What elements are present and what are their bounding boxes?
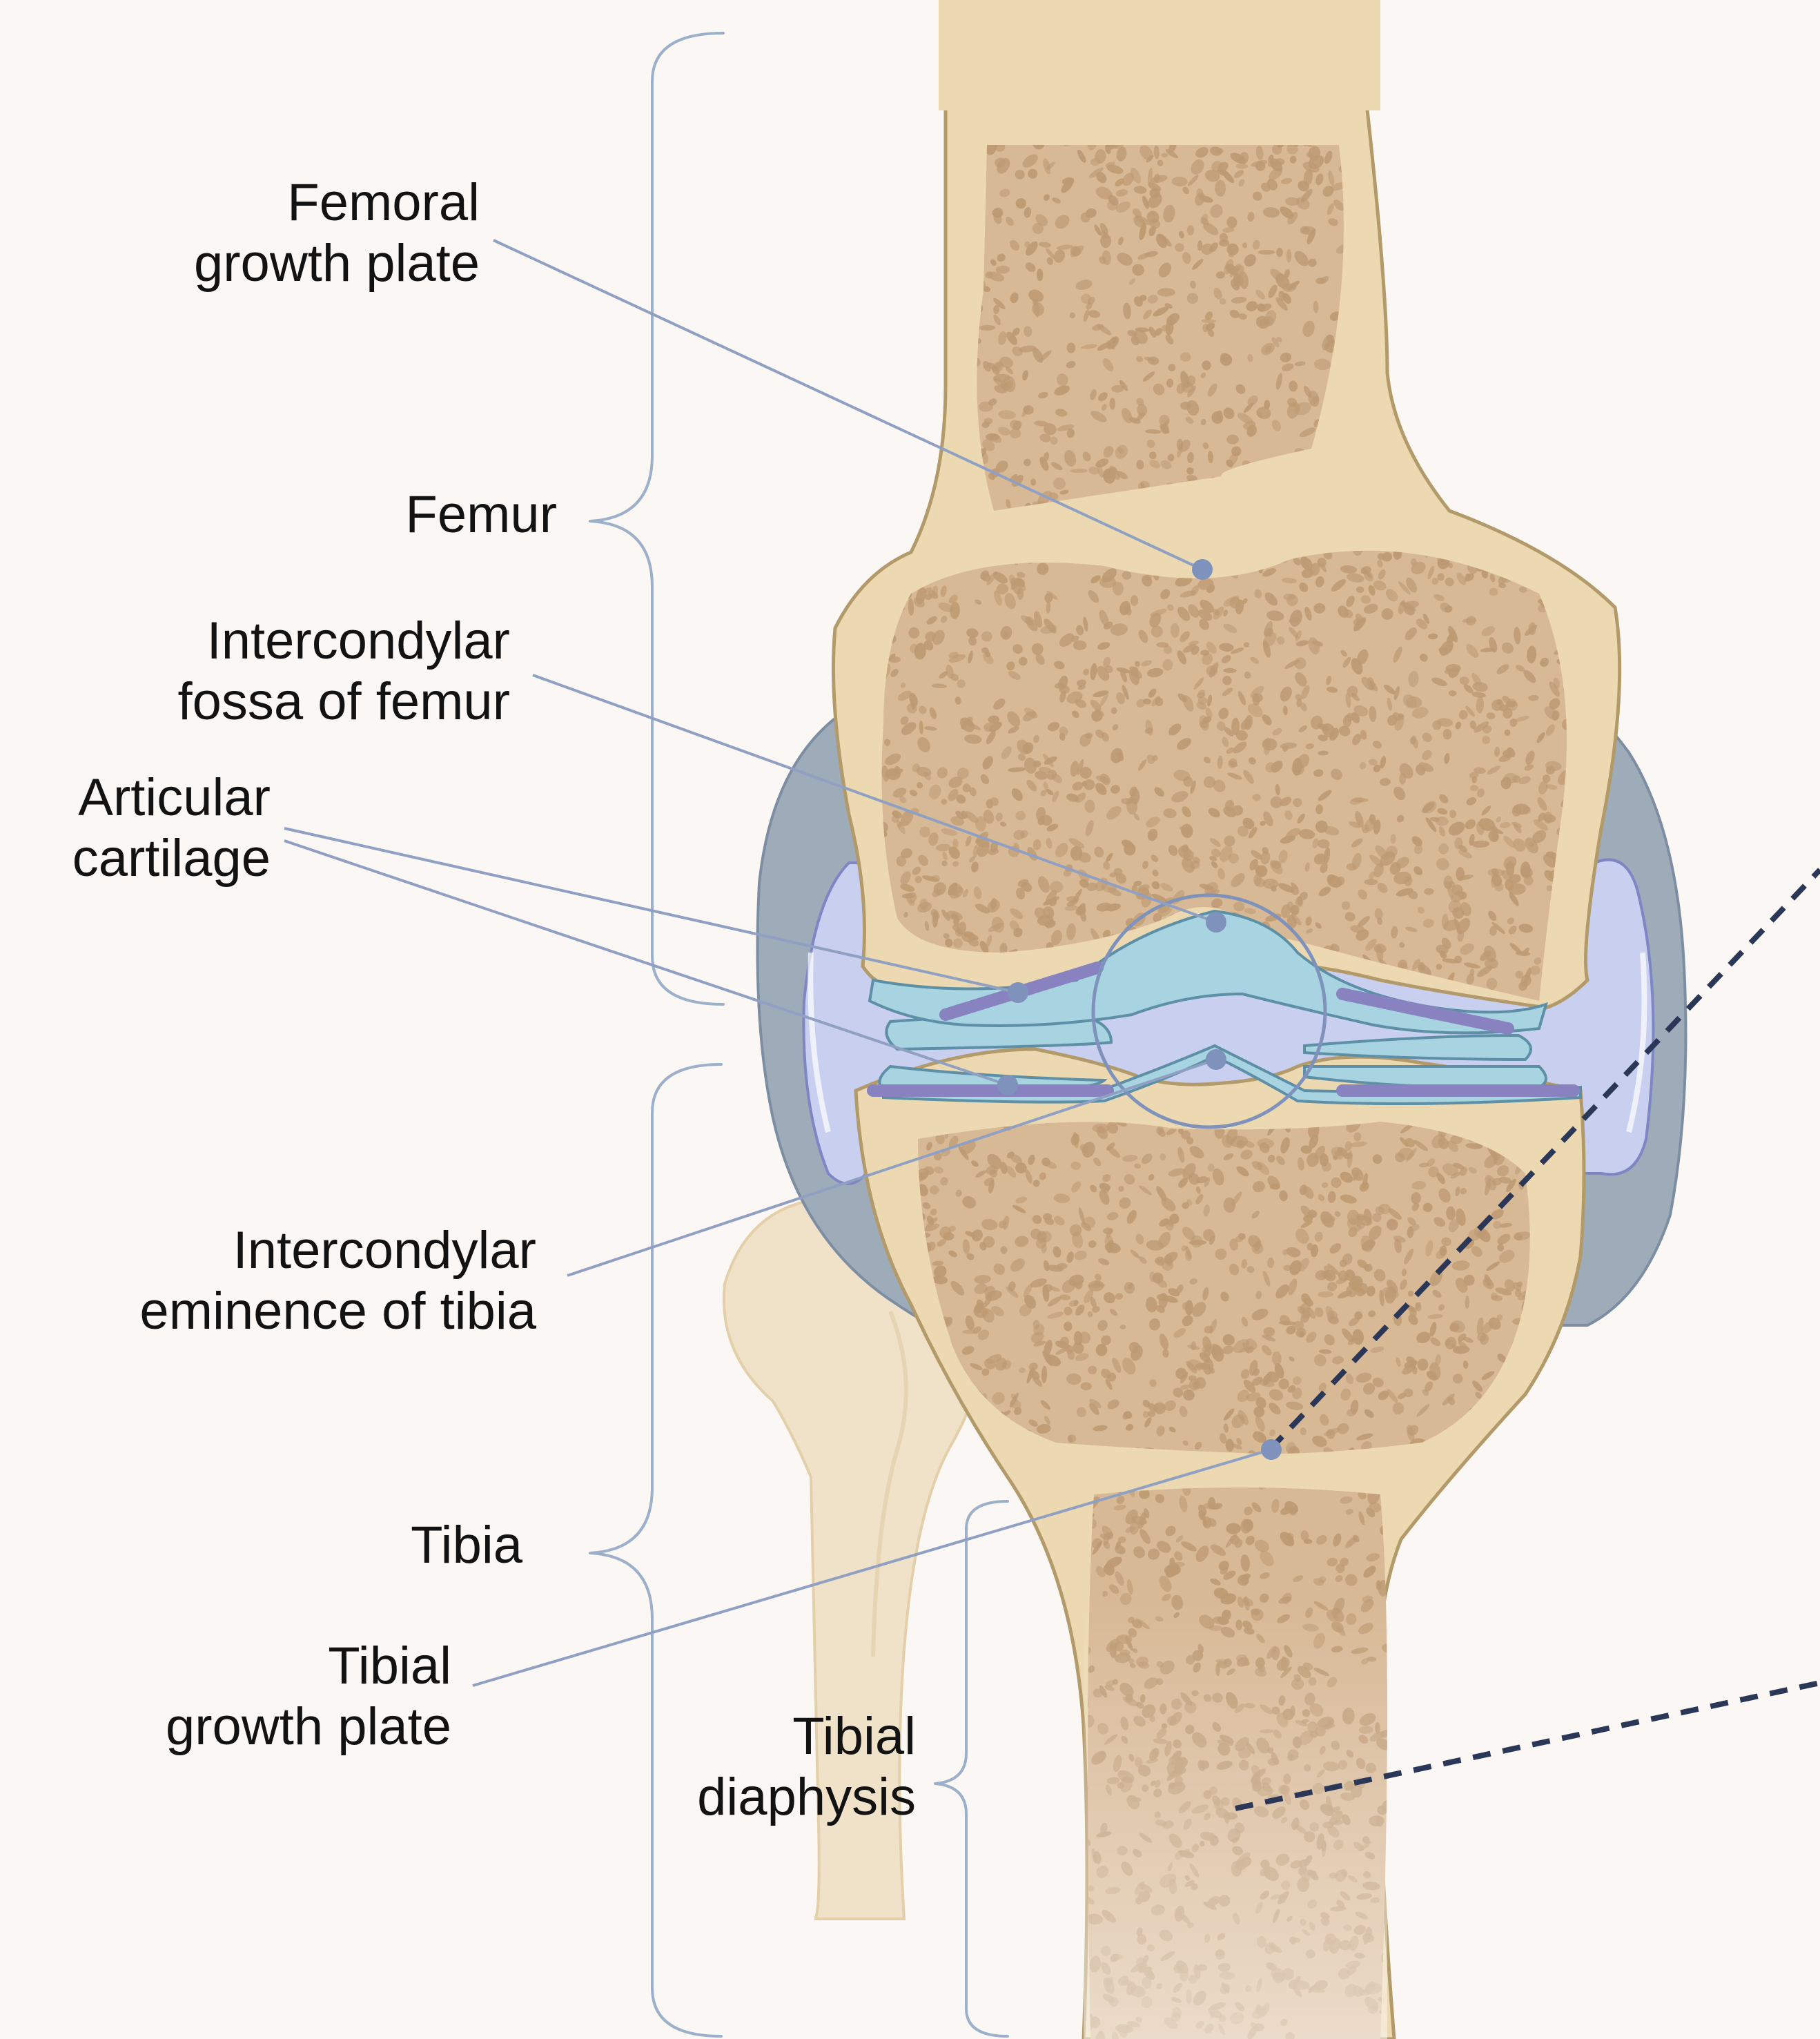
label-line: growth plate xyxy=(194,233,480,294)
tibial-diaphysis-bracket xyxy=(935,1501,1008,2036)
femur xyxy=(834,0,1620,1015)
label-tibial-growth-plate: Tibial growth plate xyxy=(166,1636,451,1757)
femur-bracket xyxy=(590,33,723,1004)
label-line: Tibia xyxy=(411,1515,522,1576)
label-line: Intercondylar xyxy=(177,611,510,672)
label-line: cartilage xyxy=(72,828,271,889)
label-line: Tibial xyxy=(697,1706,916,1767)
label-line: eminence of tibia xyxy=(139,1281,536,1342)
label-line: Intercondylar xyxy=(139,1220,536,1281)
label-tibia: Tibia xyxy=(411,1515,522,1576)
label-intercondylar-eminence: Intercondylar eminence of tibia xyxy=(139,1220,536,1342)
label-line: diaphysis xyxy=(697,1767,916,1828)
label-articular-cartilage: Articular cartilage xyxy=(72,768,271,889)
label-tibial-diaphysis: Tibial diaphysis xyxy=(697,1706,916,1828)
label-intercondylar-fossa: Intercondylar fossa of femur xyxy=(177,611,510,732)
label-line: Femoral xyxy=(194,173,480,233)
label-femoral-growth-plate: Femoral growth plate xyxy=(194,173,480,294)
label-line: Articular xyxy=(72,768,271,828)
label-line: fossa of femur xyxy=(177,672,510,732)
label-line: Tibial xyxy=(166,1636,451,1697)
label-femur: Femur xyxy=(405,485,557,545)
tibia-bracket xyxy=(590,1064,721,2036)
label-line: growth plate xyxy=(166,1697,451,1757)
label-line: Femur xyxy=(405,485,557,545)
